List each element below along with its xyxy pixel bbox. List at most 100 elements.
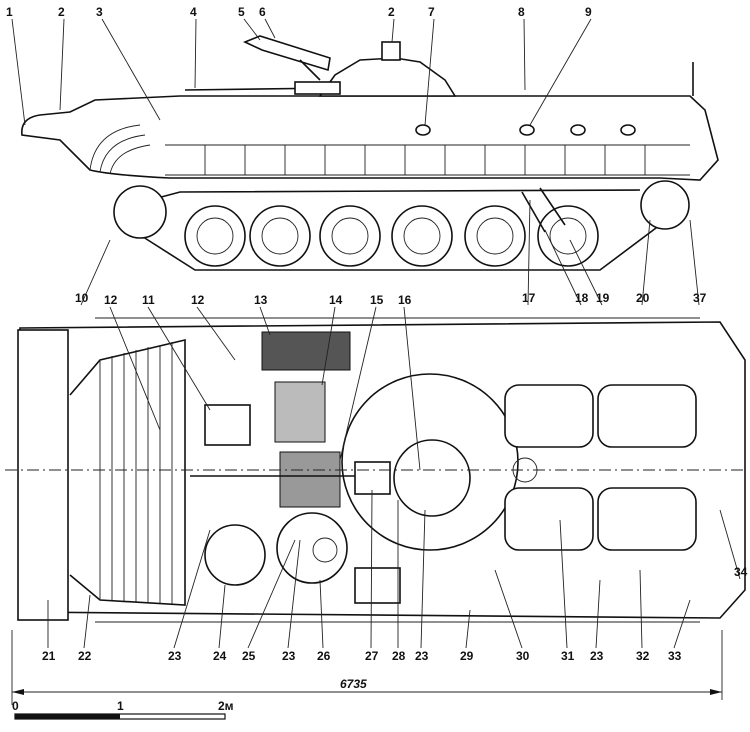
callout-number: 14 [329,293,343,307]
callout-number: 28 [392,649,406,663]
road-wheel [184,205,246,267]
atgm-missile [242,35,331,72]
troop-hatches [504,384,697,551]
scale-tick-2: 2м [218,699,234,713]
callout-number: 19 [596,291,610,305]
callout-leader [641,219,651,306]
trim-vane [17,329,69,621]
side-hull-skirt [165,144,690,176]
side-panels [204,145,646,175]
callout-number: 17 [522,291,536,305]
callout-number: 23 [168,649,182,663]
road-wheel-hub [403,217,441,255]
callout-leader [11,18,26,126]
callout-leader [80,239,111,306]
drive-sprocket [113,185,167,239]
scale-tick-0: 0 [12,699,19,713]
callout-number: 24 [213,649,227,663]
callout-number: 30 [516,649,530,663]
callout-number: 26 [317,649,331,663]
callout-leader [370,489,373,649]
callout-leader [494,569,523,649]
callout-number: 13 [254,293,268,307]
callout-number: 27 [365,649,379,663]
periscopes [415,124,636,136]
scale-bar: 0 1 2м [12,699,234,720]
callout-number: 34 [734,565,748,579]
road-wheel-hub [261,217,299,255]
callout-leader [595,579,601,649]
callout-leader [527,199,531,306]
callout-leader [287,539,301,649]
glacis-ribs [99,342,173,604]
callout-leader [689,219,700,306]
engine-access-panel [274,381,326,443]
callout-leader [196,306,236,361]
turret-hatch [381,41,401,61]
callout-leader [109,306,161,431]
callout-number: 31 [561,649,575,663]
callout-leader [264,18,276,39]
callout-number: 32 [636,649,650,663]
callout-number: 3 [96,5,103,19]
callout-leader [147,306,211,411]
callout-leader [101,18,161,121]
callout-number: 9 [585,5,592,19]
callout-number: 37 [693,291,707,305]
callout-number: 11 [142,293,155,307]
callout-leader [544,229,582,306]
callout-number: 1 [6,5,13,19]
shock-absorber [521,187,566,233]
road-wheel [249,205,311,267]
callout-leader [523,18,526,91]
road-wheel [391,205,453,267]
callout-number: 6 [259,5,266,19]
front-glacis [69,338,186,606]
plan-view [5,317,746,623]
callout-leader [420,509,426,649]
callout-number: 4 [190,5,197,19]
driver-hatch [204,404,251,446]
callout-number: 7 [428,5,435,19]
callout-number: 15 [370,293,384,307]
callout-leader [194,18,197,89]
callout-leader [83,594,91,649]
scale-tick-1: 1 [117,699,124,713]
turret [318,57,457,97]
callout-number: 23 [590,649,604,663]
callout-leader [391,18,395,43]
callout-leader [321,306,336,386]
callout-number: 12 [191,293,205,307]
callout-number: 18 [575,291,589,305]
callout-leader [403,306,421,471]
callout-number: 5 [238,5,245,19]
callout-leader [319,579,324,649]
callout-number: 12 [104,293,118,307]
callout-number: 2 [58,5,65,19]
callout-number: 23 [415,649,429,663]
callout-leader [259,306,271,336]
side-hull [21,95,719,181]
callout-leader [339,306,377,461]
callout-leader [719,509,741,580]
callout-number: 33 [668,649,682,663]
dimension-line: 6735 [11,630,723,705]
road-wheel [319,205,381,267]
callout-number: 29 [460,649,474,663]
callout-leader [243,18,261,41]
callout-number: 23 [282,649,296,663]
callout-leader [59,18,65,111]
road-wheels [184,205,599,267]
callout-number: 22 [78,649,92,663]
road-wheel-hub [476,217,514,255]
idler-wheel [640,180,690,230]
side-view [21,35,719,271]
engine-grille [261,331,351,371]
commander-cupola [276,512,348,584]
callout-leader [465,609,471,649]
callout-leader [218,584,226,649]
callout-leader [424,18,435,126]
